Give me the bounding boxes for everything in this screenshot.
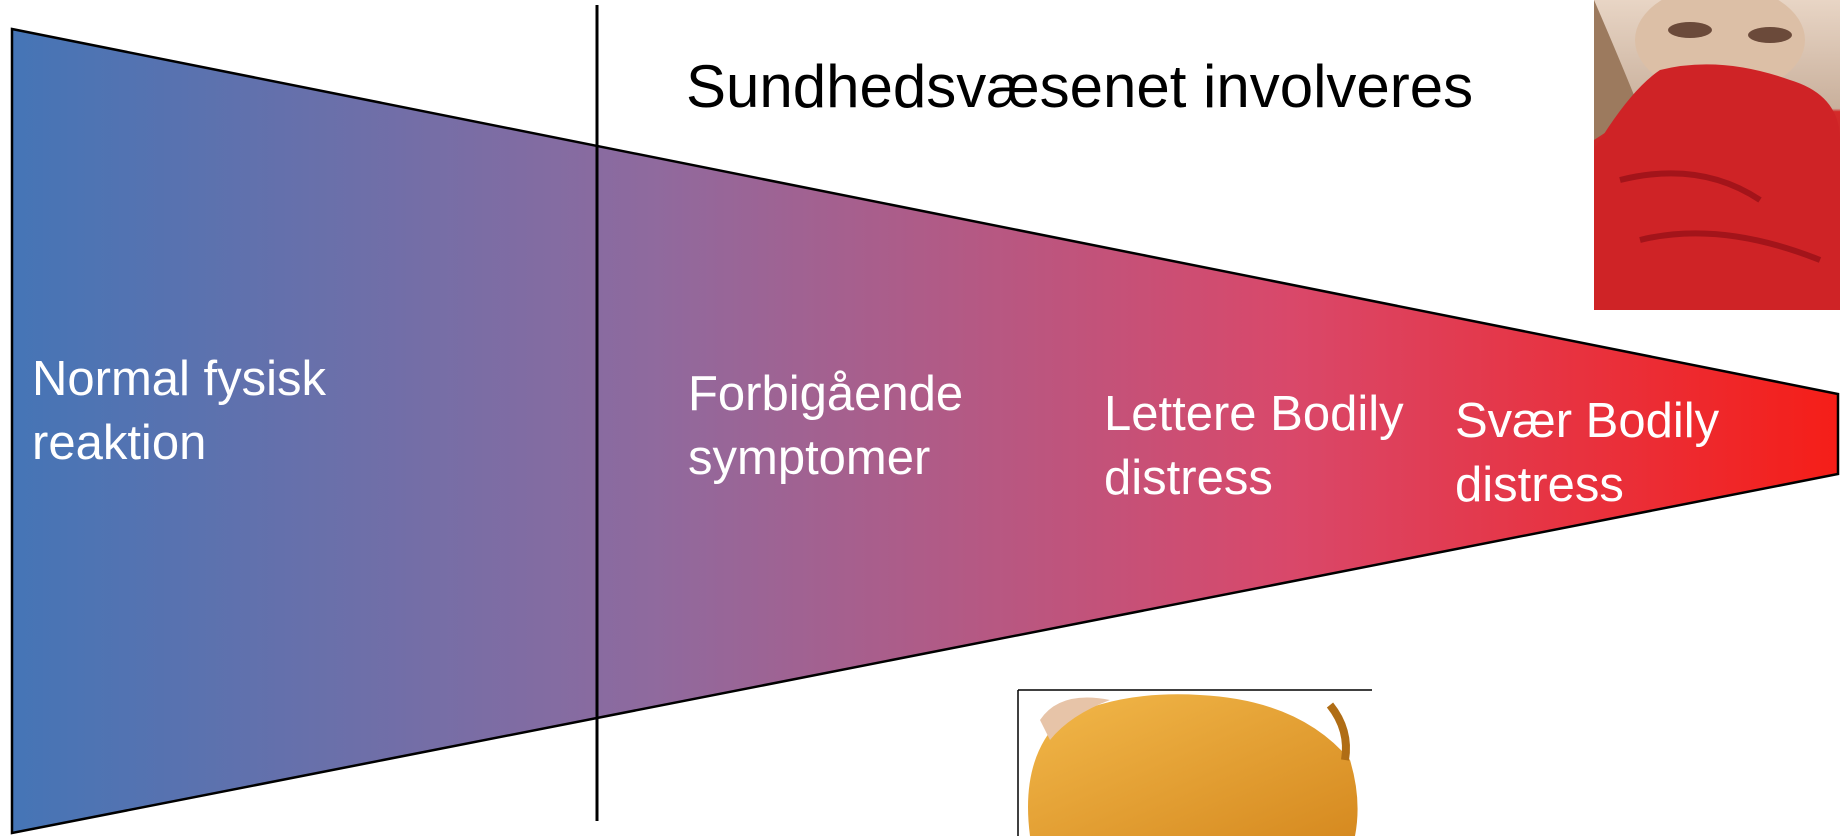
stage-label-transient-line1: Forbigående (688, 367, 964, 421)
person-yellow-shirt-photo (1017, 689, 1372, 836)
stage-label-severe-line2: distress (1455, 457, 1624, 512)
symptom-funnel (10, 27, 1840, 835)
stage-label-transient-line2: symptomer (688, 430, 931, 485)
stage-label-transient: Forbigående symptomer (688, 363, 963, 490)
stage-label-normal-line2: reaktion (32, 415, 207, 470)
stage-label-mild: Lettere Bodily distress (1104, 383, 1404, 510)
stage-label-mild-line2: distress (1104, 450, 1273, 505)
stage-label-severe-line1: Svær Bodily (1455, 394, 1720, 448)
stage-label-normal: Normal fysisk reaktion (32, 348, 326, 475)
woman-red-blanket-photo (1594, 0, 1840, 310)
stage-label-mild-line1: Lettere Bodily (1104, 387, 1404, 441)
page-title: Sundhedsvæsenet involveres (686, 53, 1474, 120)
stage-label-normal-line1: Normal fysisk (32, 352, 327, 406)
stage-label-severe: Svær Bodily distress (1455, 390, 1719, 517)
